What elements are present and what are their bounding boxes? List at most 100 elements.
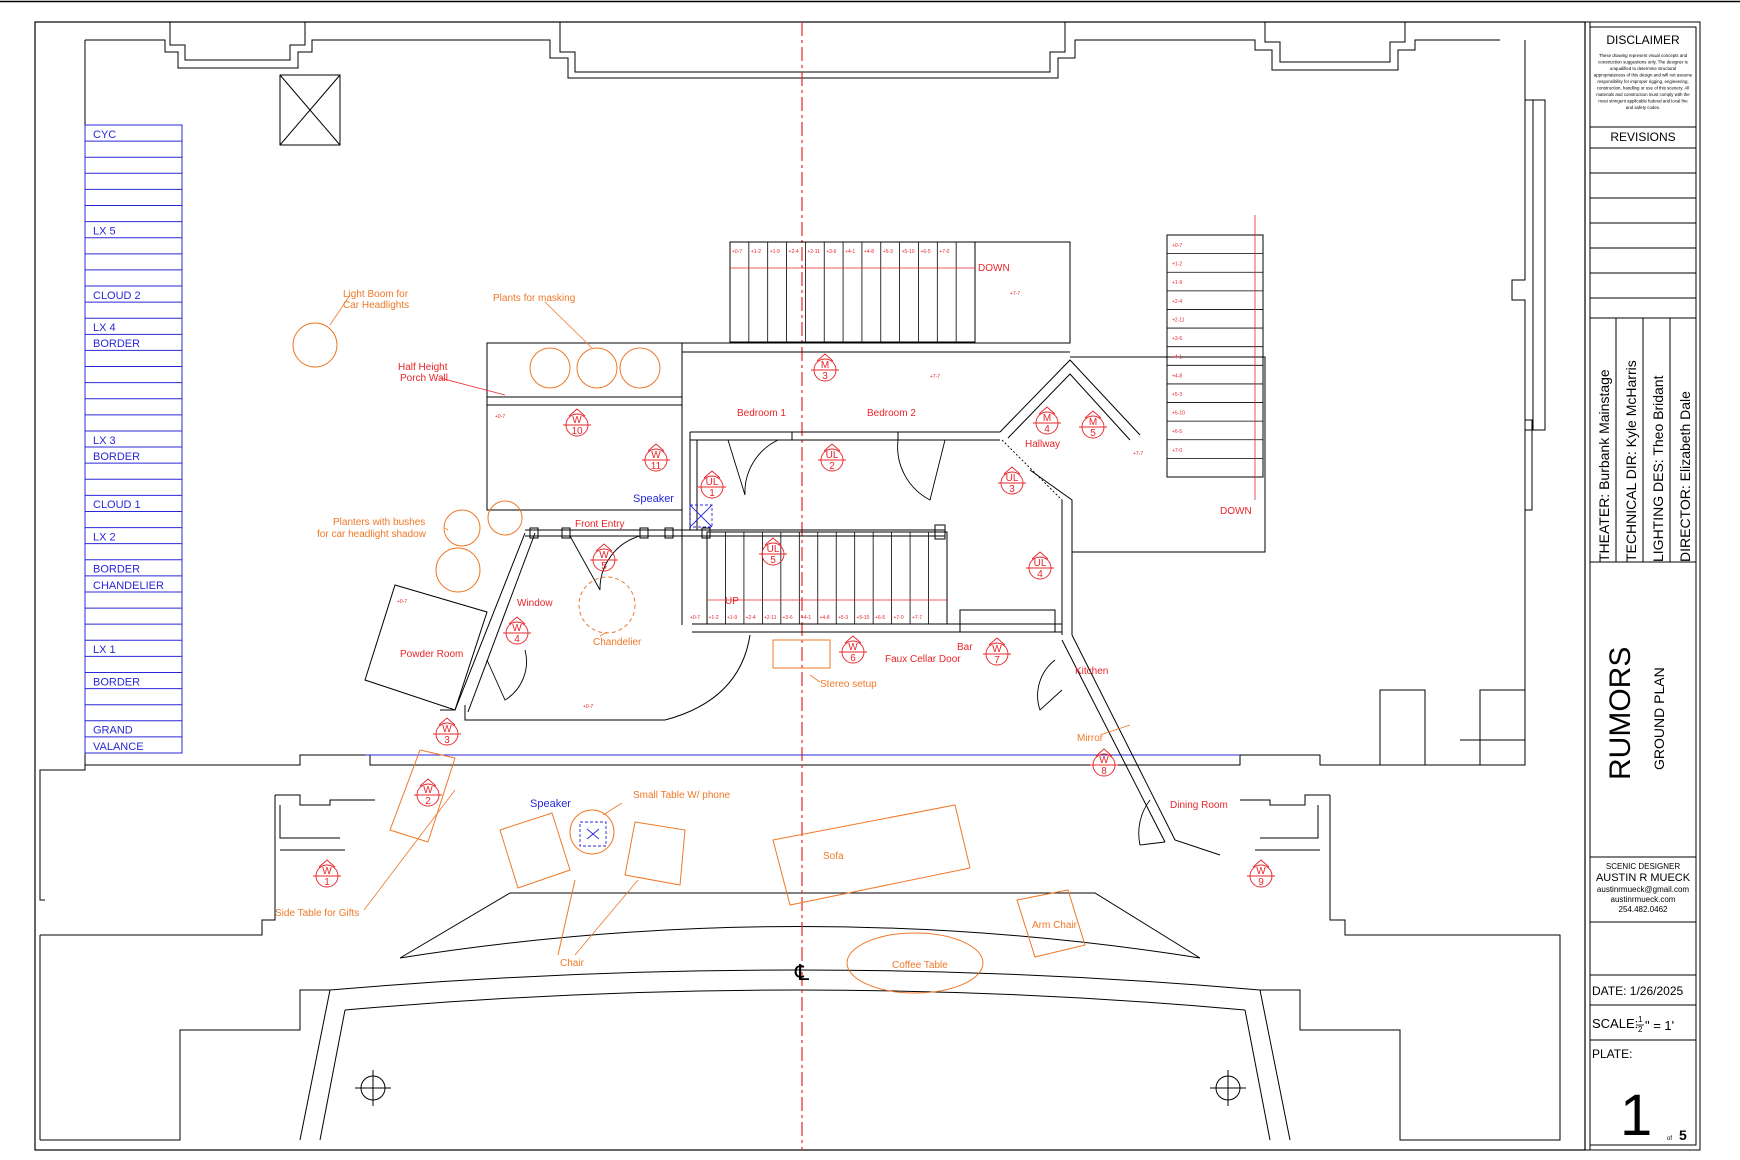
marker-number: 4 xyxy=(1037,569,1043,580)
lineset-label: BORDER xyxy=(93,338,140,350)
step-height: +7-0 xyxy=(939,249,949,255)
marker-number: 8 xyxy=(1101,766,1107,777)
label-small-table: Small Table W/ phone xyxy=(633,790,731,801)
marker-number: 7 xyxy=(994,655,1000,666)
step-height: +0-7 xyxy=(1172,243,1182,249)
label-dining-room: Dining Room xyxy=(1170,800,1228,811)
view-marker: UL4 xyxy=(1026,551,1054,580)
lineset-label: LX 1 xyxy=(93,644,116,656)
step-height: +1-9 xyxy=(727,615,737,621)
designer-role: SCENIC DESIGNER xyxy=(1606,862,1680,871)
lineset-label: BORDER xyxy=(93,676,140,688)
marker-letter: M xyxy=(1043,413,1051,424)
title-block xyxy=(1584,21,1701,1151)
view-marker: W5 xyxy=(590,543,618,572)
view-marker: W1 xyxy=(313,859,341,888)
label-window: Window xyxy=(517,598,553,609)
marker-arrow xyxy=(1038,406,1056,415)
marker-letter: W xyxy=(442,724,452,735)
labels: Light Boom for Car Headlights Plants for… xyxy=(275,263,1252,971)
marker-letter: W xyxy=(423,785,433,796)
disclaimer-line: construction, handling or use of this sc… xyxy=(1597,86,1689,91)
lineset-label: BORDER xyxy=(93,564,140,576)
label-chandelier: Chandelier xyxy=(593,637,642,648)
view-marker: UL5 xyxy=(759,537,787,566)
disclaimer-line: unqualified to determine structural xyxy=(1610,66,1676,71)
director-credit: DIRECTOR: Elizabeth Dale xyxy=(1677,391,1693,562)
view-marker: W7 xyxy=(983,637,1011,666)
view-marker: W2 xyxy=(414,778,442,807)
designer-phone: 254.482.0462 xyxy=(1619,905,1668,914)
marker-arrow xyxy=(988,637,1006,646)
marker-letter: UL xyxy=(767,544,780,555)
view-marker: W6 xyxy=(839,635,867,664)
label-half-height-1: Half Height xyxy=(398,362,448,373)
label-down-right: DOWN xyxy=(1220,506,1252,517)
sheet-title: GROUND PLAN xyxy=(1651,667,1667,770)
label-light-boom-2: Car Headlights xyxy=(343,300,409,311)
step-height: +4-1 xyxy=(1172,355,1182,361)
marker-number: 1 xyxy=(324,877,330,888)
elev-landing: +7-7 xyxy=(1010,291,1020,297)
step-height: +4-8 xyxy=(864,249,874,255)
disclaimer-title: DISCLAIMER xyxy=(1606,33,1680,47)
lineset-label: BORDER xyxy=(93,451,140,463)
lineset-label: LX 3 xyxy=(93,435,116,447)
marker-arrow xyxy=(1095,748,1113,757)
speakers xyxy=(579,504,713,847)
step-height: +5-10 xyxy=(857,615,870,621)
title-block-text: DISCLAIMER These drawing represent visua… xyxy=(1592,33,1693,1148)
label-chair: Chair xyxy=(560,958,585,969)
step-height: +6-5 xyxy=(1172,429,1182,435)
label-planters-2: for car headlight shadow xyxy=(317,529,427,540)
step-height: +5-10 xyxy=(1172,411,1185,417)
scale-label: SCALE: xyxy=(1592,1016,1638,1031)
marker-letter: W xyxy=(651,450,661,461)
label-powder-room: Powder Room xyxy=(400,649,463,660)
disclaimer-line: most stringent applicable federal and lo… xyxy=(1598,99,1688,104)
disclaimer-line: These drawing represent visual concepts … xyxy=(1599,53,1688,58)
elev-upper: +7-7 xyxy=(930,374,940,380)
step-height: +1-9 xyxy=(770,249,780,255)
marker-letter: UL xyxy=(1034,558,1047,569)
marker-arrow xyxy=(816,353,834,362)
step-height: +4-1 xyxy=(801,615,811,621)
designer-name: AUSTIN R MUECK xyxy=(1596,872,1691,884)
marker-letter: UL xyxy=(1006,473,1019,484)
elev-porch: +0-7 xyxy=(495,414,505,420)
marker-arrow xyxy=(508,616,526,625)
step-height: +3-6 xyxy=(826,249,836,255)
marker-arrow xyxy=(823,443,841,452)
scale-frac-num: 1 xyxy=(1638,1015,1643,1024)
marker-number: 10 xyxy=(571,426,583,437)
marker-number: 9 xyxy=(1258,877,1264,888)
elev-main: +0-7 xyxy=(583,704,593,710)
marker-letter: M xyxy=(821,360,829,371)
marker-arrow xyxy=(1084,410,1102,419)
step-height: +2-4 xyxy=(789,249,799,255)
label-arm-chair: Arm Chair xyxy=(1032,920,1078,931)
step-height: +5-10 xyxy=(902,249,915,255)
marker-arrow xyxy=(764,537,782,546)
elev-hall: +7-7 xyxy=(1133,451,1143,457)
view-marker: UL2 xyxy=(818,443,846,472)
step-height: +6-5 xyxy=(920,249,930,255)
marker-arrow xyxy=(595,543,613,552)
label-down-top: DOWN xyxy=(978,263,1010,274)
marker-arrow xyxy=(703,470,721,479)
step-height: +4-1 xyxy=(845,249,855,255)
label-kitchen: Kitchen xyxy=(1075,666,1108,677)
marker-letter: W xyxy=(599,550,609,561)
view-marker: M5 xyxy=(1079,410,1107,439)
step-height: +0-7 xyxy=(690,615,700,621)
elev-powder: +0-7 xyxy=(397,599,407,605)
label-speaker-2: Speaker xyxy=(530,798,571,810)
date-field: DATE: 1/26/2025 xyxy=(1592,984,1683,998)
marker-number: 11 xyxy=(651,461,662,472)
tech-dir-credit: TECHNICAL DIR: Kyle McHarris xyxy=(1623,360,1639,562)
drawing-border xyxy=(34,21,1586,1151)
step-height: +7-0 xyxy=(894,615,904,621)
label-stereo: Stereo setup xyxy=(820,679,877,690)
